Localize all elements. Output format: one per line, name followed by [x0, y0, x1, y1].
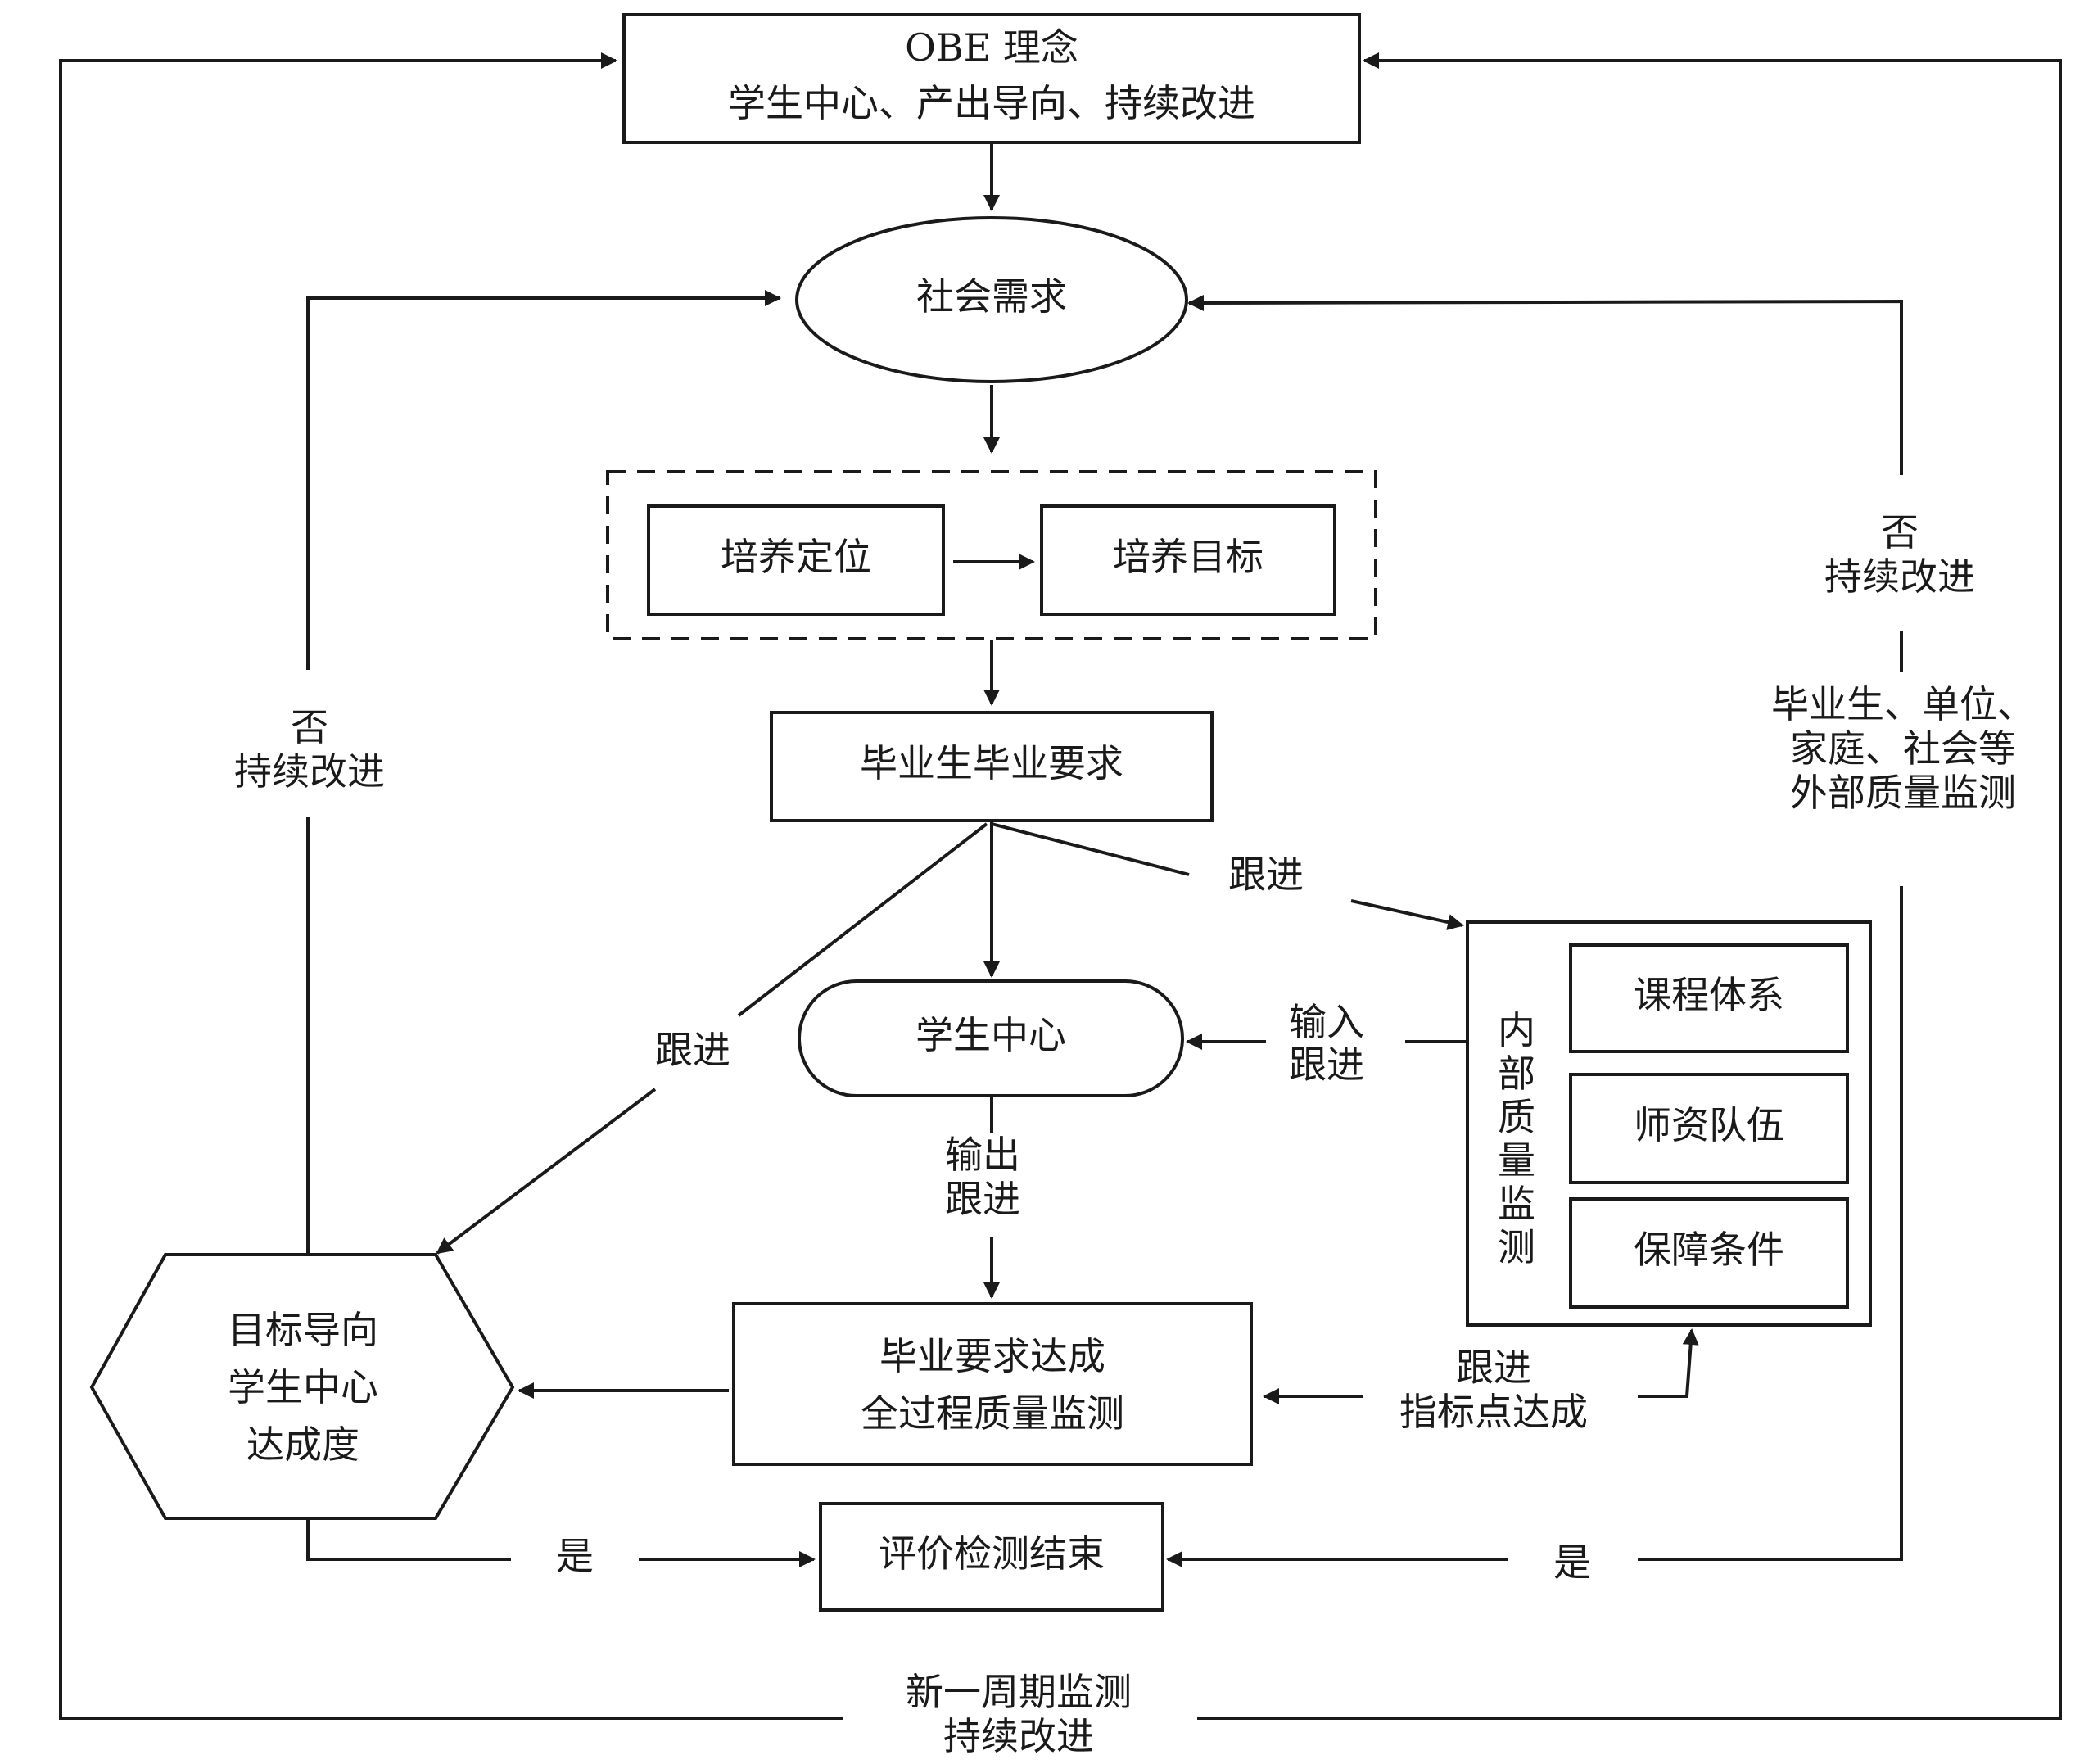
achievement-box: 毕业要求达成 全过程质量监测	[732, 1302, 1253, 1466]
new-cycle-line1: 新一周期监测	[906, 1670, 1132, 1714]
hexagon-line3: 达成度	[246, 1423, 359, 1467]
internal-title-char: 质	[1498, 1095, 1535, 1139]
social-demand-label: 社会需求	[916, 274, 1067, 319]
input-follow-line1: 输入	[1289, 1000, 1364, 1044]
internal-title-char: 量	[1498, 1138, 1535, 1183]
arrow-indicator-to-internal	[1638, 1328, 1699, 1398]
obe-concept-box: OBE 理念 学生中心、产出导向、持续改进	[622, 13, 1361, 144]
output-follow-line2: 跟进	[945, 1177, 1020, 1221]
student-center-node: 学生中心	[798, 979, 1184, 1097]
external-line3: 外部质量监测	[1790, 771, 2016, 815]
yes-right-line-a	[1638, 886, 1903, 1561]
training-goal-box	[1040, 504, 1336, 616]
right-no-line2: 持续改进	[1824, 554, 1975, 599]
faculty-label: 师资队伍	[1634, 1103, 1784, 1147]
training-goal-label: 培养目标	[1113, 535, 1264, 579]
evaluation-end-label: 评价检测结束	[879, 1531, 1105, 1576]
yes-left-line-a	[306, 1515, 511, 1561]
training-positioning-box	[647, 504, 945, 616]
arrow-requirements-to-hexagon-a	[737, 822, 988, 1017]
indicator-follow-line2: 指标点达成	[1399, 1390, 1588, 1434]
evaluation-end-box: 评价检测结束	[819, 1502, 1164, 1612]
achievement-line2: 全过程质量监测	[861, 1391, 1124, 1436]
loop-left-upper	[306, 290, 781, 670]
faculty-box	[1569, 1073, 1849, 1184]
internal-title-char: 内	[1498, 1008, 1535, 1052]
obe-title: OBE 理念	[905, 25, 1078, 70]
arrow-requirements-to-internal-a	[991, 822, 1190, 876]
graduation-requirements-box: 毕业生毕业要求	[770, 711, 1214, 822]
input-follow-line2: 跟进	[1289, 1043, 1364, 1087]
left-no-line1: 否	[291, 705, 328, 749]
internal-monitoring-box: 内 部 质 量 监 测 课程体系 师资队伍 保障条件	[1466, 920, 1872, 1327]
outer-loop-right	[1197, 52, 2062, 1720]
curriculum-box	[1569, 943, 1849, 1053]
internal-title-char: 测	[1498, 1225, 1535, 1269]
arrow-requirements-to-hexagon-b	[436, 1088, 657, 1255]
edge-labels: 跟进 跟进 输入 跟进 输出 跟进 跟进 指标点达成 否 持续改进 否 持续改进…	[234, 510, 2035, 1758]
obe-principles: 学生中心、产出导向、持续改进	[728, 81, 1255, 125]
yes-right-label: 是	[1553, 1540, 1591, 1585]
indicator-follow-line1: 跟进	[1456, 1346, 1531, 1390]
training-positioning-label: 培养定位	[721, 535, 871, 579]
follow-up-right-label: 跟进	[1228, 853, 1304, 897]
support-box	[1569, 1197, 1849, 1309]
internal-title-char: 部	[1498, 1052, 1535, 1096]
external-line1: 毕业生、单位、	[1771, 682, 2035, 726]
follow-up-left-label: 跟进	[655, 1028, 730, 1072]
arrow-requirements-to-internal-b	[1350, 899, 1464, 930]
output-follow-line1: 输出	[945, 1133, 1020, 1177]
social-demand-ellipse: 社会需求	[795, 216, 1188, 383]
new-cycle-line2: 持续改进	[943, 1714, 1094, 1758]
graduation-requirements-label: 毕业生毕业要求	[860, 741, 1123, 785]
hexagon-line2: 学生中心	[228, 1365, 378, 1409]
training-group: 培养定位 培养目标	[606, 470, 1377, 640]
outer-loop-left	[59, 52, 843, 1720]
left-no-line2: 持续改进	[234, 749, 385, 794]
student-center-label: 学生中心	[915, 1013, 1066, 1057]
curriculum-label: 课程体系	[1634, 973, 1784, 1017]
support-label: 保障条件	[1634, 1228, 1784, 1272]
loop-right-upper	[1187, 294, 1903, 475]
right-no-line1: 否	[1881, 510, 1919, 554]
hexagon-line1: 目标导向	[228, 1308, 378, 1352]
yes-left-label: 是	[556, 1534, 594, 1578]
internal-title-char: 监	[1498, 1182, 1535, 1226]
goal-hexagon: 目标导向 学生中心 达成度	[89, 1253, 515, 1520]
external-line2: 家庭、社会等	[1790, 726, 2016, 771]
achievement-line1: 毕业要求达成	[879, 1334, 1105, 1378]
connectors	[59, 52, 2062, 1720]
